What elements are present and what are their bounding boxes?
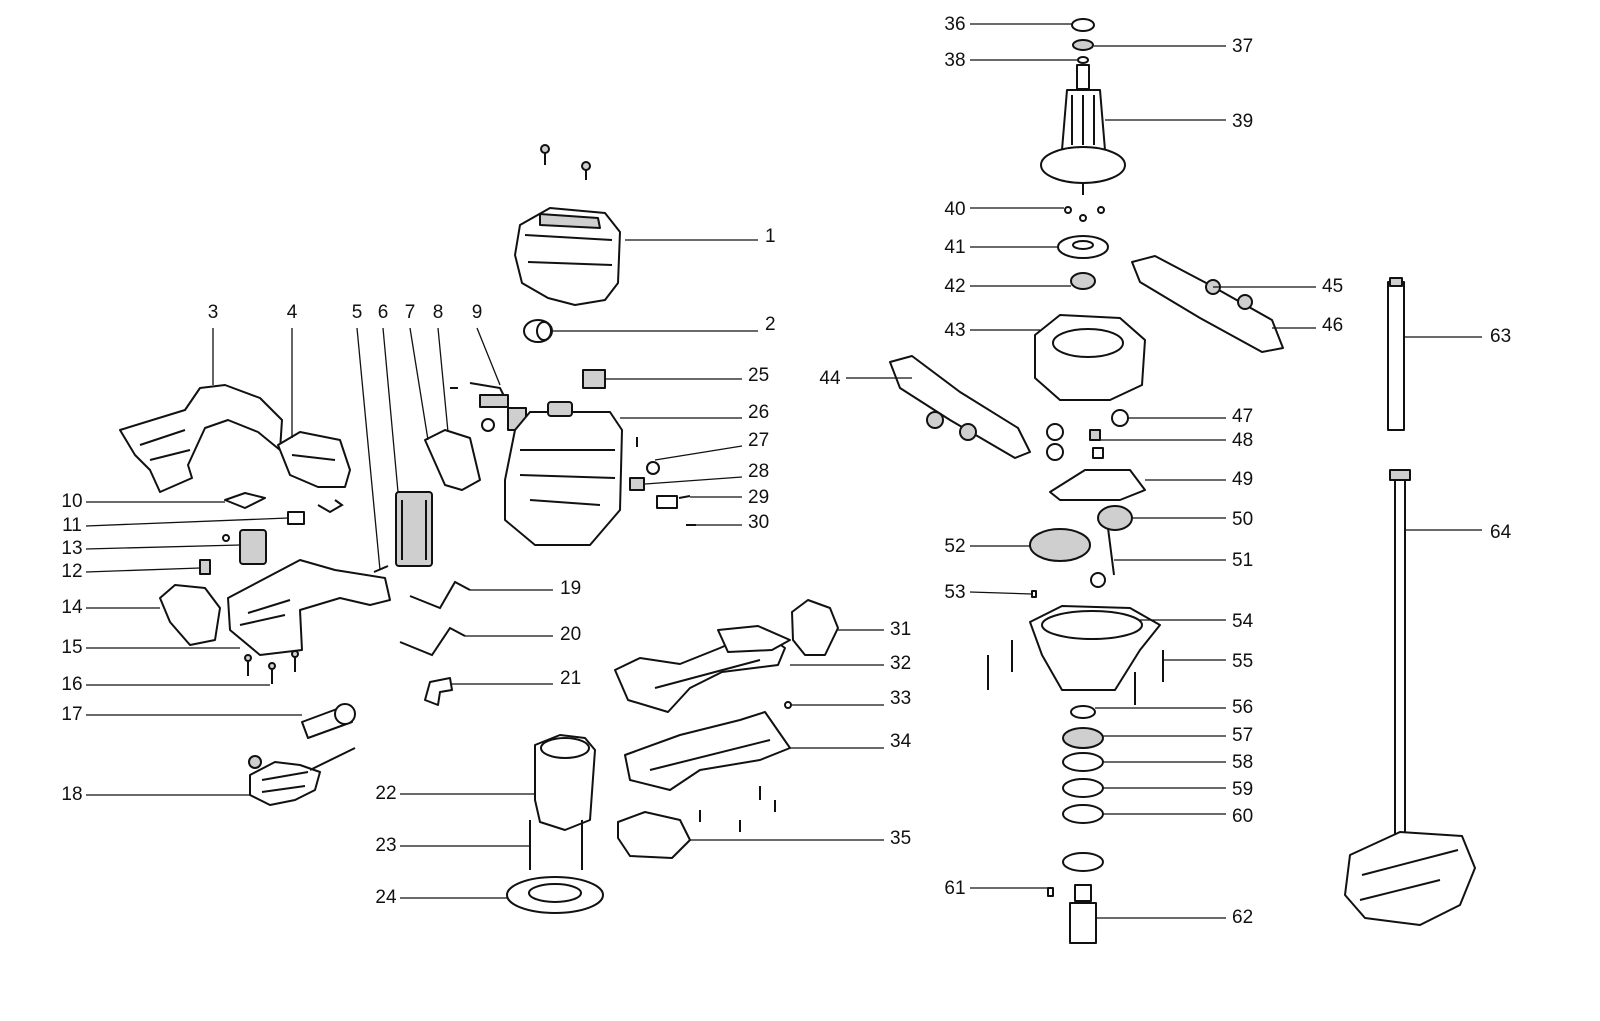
callout-leader-53 [969,591,1033,595]
part-gearbox [1029,409,1146,598]
callout-label-52: 52 [944,536,965,557]
callout-label-10: 10 [61,491,82,512]
callout-label-26: 26 [748,402,769,423]
callout-label-63: 63 [1490,326,1511,347]
part-stator [506,734,604,914]
callout-leader-11 [85,517,289,527]
callout-leader-27 [654,445,743,461]
callout-label-54: 54 [1232,611,1254,632]
callout-label-42: 42 [944,276,965,297]
callout-label-30: 30 [748,512,769,533]
callout-label-45: 45 [1322,276,1343,297]
callout-label-27: 27 [748,430,769,451]
callout-label-33: 33 [890,688,911,709]
callout-label-64: 64 [1490,522,1512,543]
part-rear-handle [614,599,839,859]
callout-leader-12 [85,567,201,573]
part-wires [399,580,471,706]
callout-label-55: 55 [1232,651,1253,672]
part-cap [523,319,553,343]
callout-leader-5 [356,327,381,571]
part-spindle-housing [987,605,1164,944]
callout-label-53: 53 [944,582,965,603]
callout-label-6: 6 [378,302,389,323]
callout-leader-28 [644,476,743,485]
callout-label-23: 23 [375,835,396,856]
part-mixing-paddle [1344,277,1476,926]
callout-label-9: 9 [472,302,483,323]
callout-label-61: 61 [944,878,965,899]
callout-label-11: 11 [62,515,82,536]
callout-label-4: 4 [287,302,298,323]
callout-label-18: 18 [61,784,82,805]
callout-label-28: 28 [748,461,769,482]
callout-label-1: 1 [765,226,776,247]
callout-label-41: 41 [944,237,965,258]
callout-label-46: 46 [1322,315,1343,336]
callout-label-44: 44 [819,368,841,389]
callout-label-2: 2 [765,314,776,335]
callout-leader-13 [85,544,241,550]
callout-label-37: 37 [1232,36,1253,57]
callout-label-59: 59 [1232,779,1253,800]
callout-label-36: 36 [944,14,965,35]
callout-label-19: 19 [560,578,581,599]
callout-label-21: 21 [560,668,581,689]
callout-label-31: 31 [890,619,911,640]
callout-label-12: 12 [61,561,82,582]
callout-label-8: 8 [433,302,444,323]
callout-label-3: 3 [208,302,219,323]
callout-label-50: 50 [1232,509,1253,530]
callout-label-24: 24 [375,887,397,908]
part-cable [248,703,356,806]
callout-leader-7 [409,327,429,441]
callout-label-14: 14 [61,597,83,618]
callout-label-20: 20 [560,624,581,645]
callout-label-5: 5 [352,302,363,323]
callout-leader-6 [382,327,399,493]
callout-label-62: 62 [1232,907,1253,928]
callout-label-22: 22 [375,783,396,804]
callout-label-7: 7 [405,302,416,323]
callout-label-34: 34 [890,731,912,752]
part-armature [1034,18,1146,401]
callout-label-51: 51 [1232,550,1253,571]
part-handle-housing [119,384,283,493]
callout-label-39: 39 [1232,111,1253,132]
callout-leader-8 [437,327,449,433]
callout-label-13: 13 [61,538,82,559]
callout-label-35: 35 [890,828,911,849]
callout-label-17: 17 [61,704,82,725]
callout-label-40: 40 [944,199,965,220]
callout-label-38: 38 [944,50,965,71]
callout-label-47: 47 [1232,406,1253,427]
callout-label-60: 60 [1232,806,1253,827]
callout-leader-9 [476,327,501,386]
part-switch-assembly [159,492,391,684]
callout-label-48: 48 [1232,430,1253,451]
callout-label-15: 15 [61,637,82,658]
part-motor-body [504,369,696,546]
callout-label-56: 56 [1232,697,1253,718]
callout-leaders [85,23,1482,919]
part-motor-cover [514,144,621,306]
part-side-handles [889,255,1284,459]
part-side-cover [277,431,351,488]
callout-label-57: 57 [1232,725,1253,746]
callout-label-32: 32 [890,653,911,674]
callout-label-49: 49 [1232,469,1253,490]
callout-label-16: 16 [61,674,82,695]
callout-label-43: 43 [944,320,965,341]
callout-label-58: 58 [1232,752,1253,773]
parts-drawing [119,18,1476,944]
callout-label-29: 29 [748,487,769,508]
part-electronics [373,382,527,573]
callout-label-25: 25 [748,365,769,386]
